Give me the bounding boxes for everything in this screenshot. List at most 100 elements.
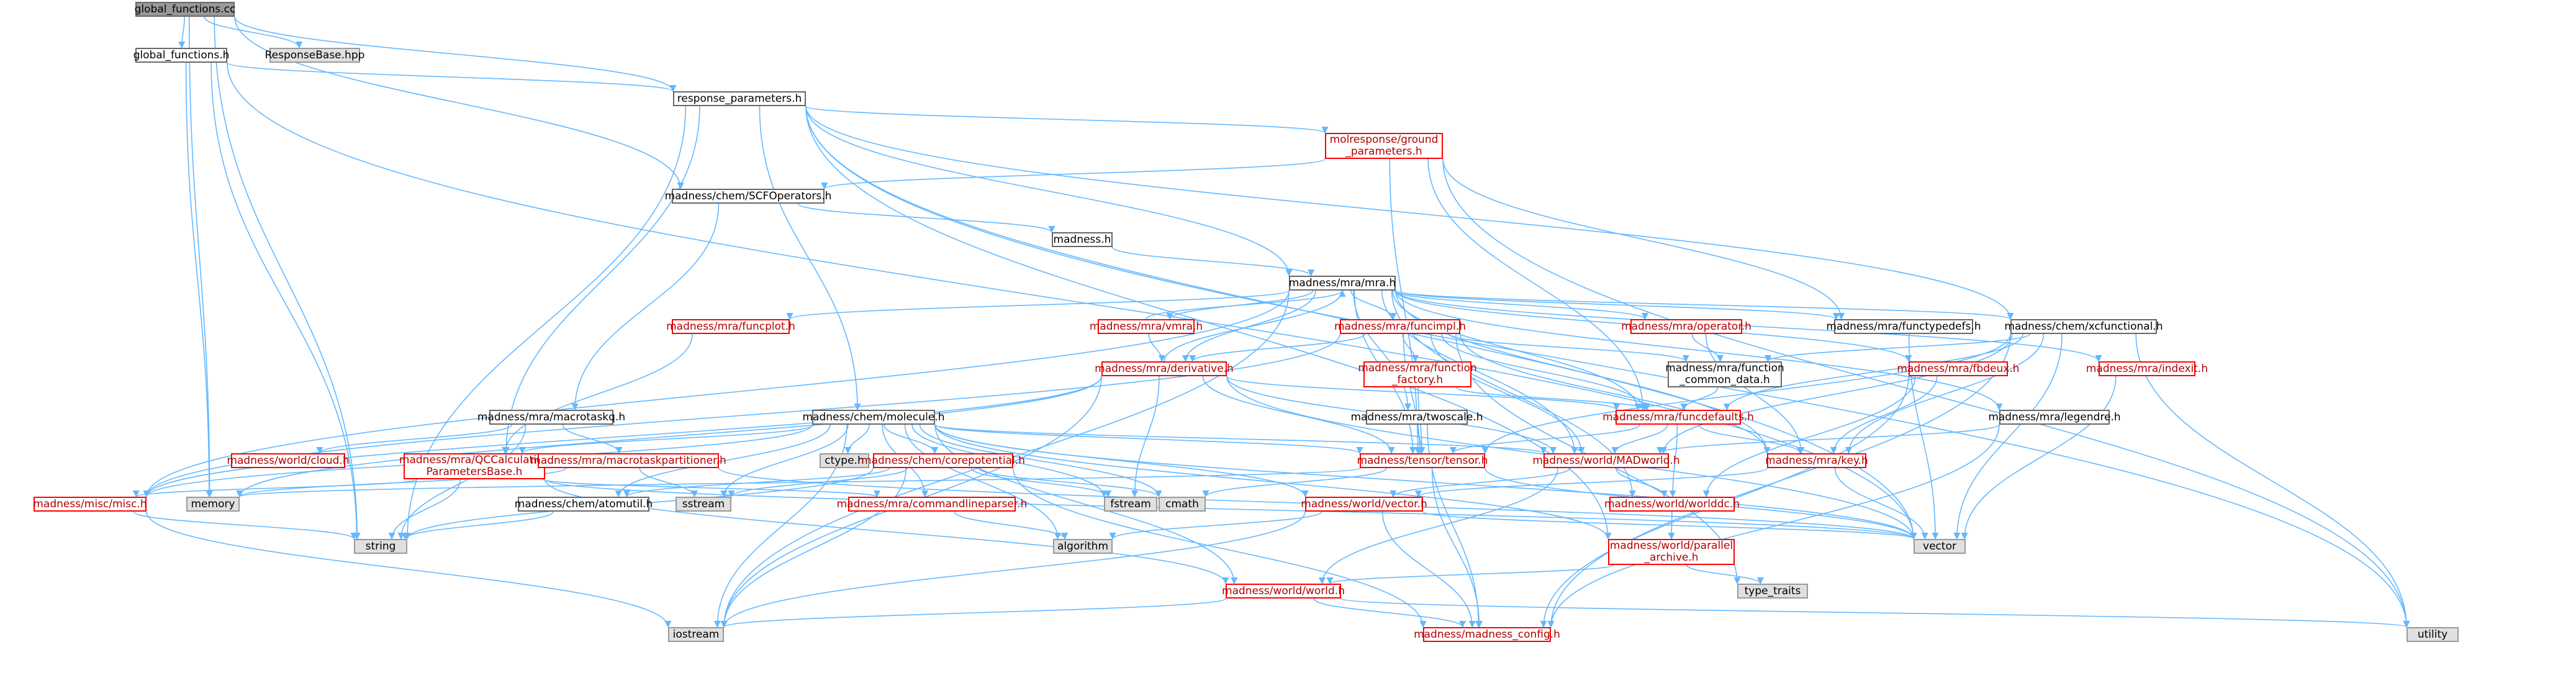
edge-madness-mra-macrotaskq-h-to-string <box>397 424 526 540</box>
edge-madness-chem-corepotential-h-to-iostream <box>720 468 907 628</box>
node-madness-chem-atomutil-h[interactable]: madness/chem/atomutil.h <box>515 497 653 512</box>
node-madness-mra-funcdefaults-h[interactable]: madness/mra/funcdefaults.h <box>1602 410 1754 425</box>
node-label: algorithm <box>1057 540 1109 553</box>
edge-madness-world-parallel-archive-h-to-madness-world-world-h <box>1326 564 1614 585</box>
node-madness-mra-twoscale-h[interactable]: madness/mra/twoscale.h <box>1350 410 1483 425</box>
node-global-functions-cc[interactable]: global_functions.cc <box>135 2 235 17</box>
node-string[interactable]: string <box>354 539 407 554</box>
edge-madness-chem-molecule-h-to-algorithm <box>904 424 1062 540</box>
node-memory[interactable]: memory <box>186 497 240 512</box>
edge-madness-world-world-h-to-utility <box>1340 598 2410 628</box>
node-madness-mra-function-factory-h[interactable]: madness/mra/function _factory.h <box>1358 361 1477 387</box>
node-madness-chem-xcfunctional-h[interactable]: madness/chem/xcfunctional.h <box>2004 319 2163 334</box>
edge-madness-mra-funcdefaults-h-to-madness-world-madworld-h <box>1611 424 1668 454</box>
node-label: madness/mra/derivative.h <box>1095 363 1234 375</box>
node-madness-mra-key-h[interactable]: madness/mra/key.h <box>1765 453 1868 468</box>
edge-madness-chem-molecule-h-to-madness-mra-qccalculation-parametersbase-h <box>518 424 815 454</box>
node-madness-world-vector-h[interactable]: madness/world/vector.h <box>1301 497 1427 512</box>
edge-madness-chem-xcfunctional-h-to-madness-world-madworld-h <box>1660 333 2013 454</box>
node-madness-mra-vmra-h[interactable]: madness/mra/vmra.h <box>1090 319 1203 334</box>
node-madness-mra-indexit-h[interactable]: madness/mra/indexit.h <box>2086 361 2208 376</box>
node-label: utility <box>2417 628 2448 641</box>
node-madness-mra-fbdeux-h[interactable]: madness/mra/fbdeux.h <box>1897 361 2020 376</box>
node-madness-world-world-h[interactable]: madness/world/world.h <box>1222 584 1345 599</box>
node-label: madness/mra/funcimpl.h <box>1334 320 1466 333</box>
node-madness-world-parallel-archive-h[interactable]: madness/world/parallel _archive.h <box>1608 539 1735 565</box>
node-madness-mra-macrotaskq-h[interactable]: madness/mra/macrotaskq.h <box>477 410 625 425</box>
edge-madness-chem-xcfunctional-h-to-madness-mra-function-common-data-h <box>1764 333 2031 363</box>
node-label: madness/mra/function _factory.h <box>1358 362 1477 386</box>
node-iostream[interactable]: iostream <box>668 627 724 642</box>
node-label: madness/world/vector.h <box>1301 498 1427 510</box>
node-madness-mra-mra-h[interactable]: madness/mra/mra.h <box>1289 276 1396 291</box>
node-madness-mra-legendre-h[interactable]: madness/mra/legendre.h <box>1988 410 2121 425</box>
node-madness-chem-molecule-h[interactable]: madness/chem/molecule.h <box>803 410 944 425</box>
node-label: madness/mra/legendre.h <box>1988 411 2121 423</box>
edge-madness-chem-atomutil-h-to-string <box>401 511 554 540</box>
edge-madness-world-worlddc-h-to-madness-world-parallel-archive-h <box>1668 511 1675 540</box>
edge-madness-misc-misc-h-to-iostream <box>146 511 672 628</box>
node-madness-world-worlddc-h[interactable]: madness/world/worlddc.h <box>1604 497 1740 512</box>
node-utility[interactable]: utility <box>2407 627 2459 642</box>
node-madness-madness-config-h[interactable]: madness/madness_config.h <box>1414 627 1560 642</box>
edge-madness-mra-function-factory-h-to-madness-mra-funcdefaults-h <box>1456 387 1651 411</box>
node-madness-mra-funcimpl-h[interactable]: madness/mra/funcimpl.h <box>1334 319 1466 334</box>
node-vector[interactable]: vector <box>1914 539 1966 554</box>
node-response-parameters-h[interactable]: response_parameters.h <box>673 91 806 106</box>
edge-madness-misc-misc-h-to-string <box>133 511 358 540</box>
node-madness-world-madworld-h[interactable]: madness/world/MADworld.h <box>1532 453 1680 468</box>
node-madness-chem-corepotential-h[interactable]: madness/chem/corepotential.h <box>861 453 1025 468</box>
node-label: madness/madness_config.h <box>1414 628 1560 641</box>
node-label: memory <box>191 498 235 510</box>
node-algorithm[interactable]: algorithm <box>1053 539 1113 554</box>
edge-madness-tensor-tensor-h-to-madness-madness-config-h <box>1431 468 1483 628</box>
node-madness-world-cloud-h[interactable]: madness/world/cloud.h <box>227 453 350 468</box>
edge-global-functions-h-to-string <box>210 62 361 540</box>
node-madness-mra-functypedefs-h[interactable]: madness/mra/functypedefs.h <box>1826 319 1981 334</box>
node-label: type_traits <box>1744 585 1801 597</box>
node-madness-chem-scfoperators-h[interactable]: madness/chem/SCFOperators.h <box>665 189 831 204</box>
edge-madness-chem-molecule-h-to-ctype-h <box>844 424 870 454</box>
edge-madness-chem-molecule-h-to-madness-world-vector-h <box>934 424 1309 498</box>
edge-madness-mra-commandlineparser-h-to-algorithm <box>954 511 1069 540</box>
node-label: ctype.h <box>825 454 864 467</box>
node-madness-h[interactable]: madness.h <box>1052 232 1113 247</box>
node-sstream[interactable]: sstream <box>676 497 731 512</box>
edge-madness-chem-xcfunctional-h-to-utility <box>2135 333 2410 628</box>
node-label: iostream <box>672 628 720 641</box>
node-label: madness/mra/indexit.h <box>2086 363 2208 375</box>
edge-madness-mra-legendre-h-to-madness-world-madworld-h <box>1656 424 2000 454</box>
edge-madness-h-to-madness-mra-mra-h <box>1112 246 1315 277</box>
edge-madness-mra-function-common-data-h-to-madness-mra-funcdefaults-h <box>1680 387 1719 411</box>
node-madness-mra-commandlineparser-h[interactable]: madness/mra/commandlineparser.h <box>837 497 1027 512</box>
node-label: madness/chem/atomutil.h <box>514 498 653 510</box>
node-type-traits[interactable]: type_traits <box>1737 584 1808 599</box>
edge-madness-chem-molecule-h-to-madness-tensor-tensor-h <box>934 424 1363 454</box>
node-responsebase-hpp[interactable]: ResponseBase.hpp <box>265 48 364 63</box>
node-fstream[interactable]: fstream <box>1104 497 1157 512</box>
node-label: molresponse/ground _parameters.h <box>1329 133 1439 158</box>
edge-madness-chem-molecule-h-to-madness-world-parallel-archive-h <box>934 424 1612 540</box>
node-ctype-h[interactable]: ctype.h <box>820 453 869 468</box>
edge-madness-mra-mra-h-to-madness-mra-derivative-h <box>1182 290 1316 363</box>
node-madness-mra-funcplot-h[interactable]: madness/mra/funcplot.h <box>666 319 795 334</box>
node-cmath[interactable]: cmath <box>1159 497 1206 512</box>
node-madness-mra-derivative-h[interactable]: madness/mra/derivative.h <box>1095 361 1234 376</box>
edge-global-functions-cc-to-global-functions-h <box>178 16 186 49</box>
node-madness-mra-macrotaskpartitioner-h[interactable]: madness/mra/macrotaskpartitioner.h <box>530 453 726 468</box>
node-global-functions-h[interactable]: global_functions.h <box>133 48 230 63</box>
node-madness-tensor-tensor-h[interactable]: madness/tensor/tensor.h <box>1357 453 1488 468</box>
node-madness-mra-function-common-data-h[interactable]: madness/mra/function _common_data.h <box>1665 361 1784 387</box>
edge-madness-mra-mra-h-to-madness-misc-misc-h <box>143 290 1290 498</box>
node-molresponse-ground-parameters-h[interactable]: molresponse/ground _parameters.h <box>1325 133 1443 159</box>
node-madness-misc-misc-h[interactable]: madness/misc/misc.h <box>33 497 147 512</box>
node-label: madness/misc/misc.h <box>33 498 147 510</box>
node-label: global_functions.h <box>133 49 230 61</box>
edge-madness-chem-corepotential-h-to-madness-madness-config-h <box>1013 468 1427 628</box>
edge-madness-mra-mra-h-to-madness-mra-key-h <box>1395 290 1771 454</box>
node-label: madness/world/cloud.h <box>227 454 350 467</box>
edge-madness-mra-key-h-to-madness-world-vector-h <box>1415 468 1768 498</box>
node-madness-mra-qccalculation-parametersbase-h[interactable]: madness/mra/QCCalculation ParametersBase… <box>399 453 549 479</box>
node-madness-mra-operator-h[interactable]: madness/mra/operator.h <box>1621 319 1751 334</box>
node-label: madness/mra/fbdeux.h <box>1897 363 2020 375</box>
